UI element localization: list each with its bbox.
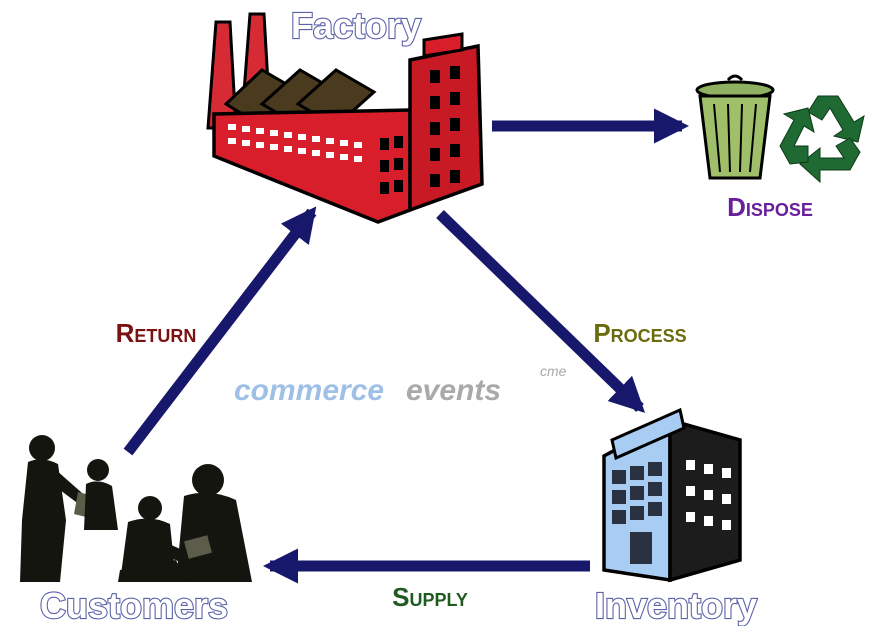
trash-bin-icon <box>695 74 775 180</box>
watermark-events: events <box>406 374 501 407</box>
recycle-icon <box>779 95 865 184</box>
watermark-cme: cme <box>540 363 567 379</box>
customers-icon <box>20 435 252 582</box>
factory-label: Factory <box>291 5 421 46</box>
inventory-icon <box>602 407 742 583</box>
inventory-label: Inventory <box>595 585 757 626</box>
process-arrow <box>436 210 646 413</box>
watermark-commerce: commerce <box>234 374 384 407</box>
dispose-label: Dispose <box>727 192 813 222</box>
factory-icon <box>206 12 484 224</box>
return-label: Return <box>116 318 197 348</box>
supply-label: Supply <box>392 582 468 612</box>
process-label: Process <box>593 318 686 348</box>
customers-label: Customers <box>40 585 228 626</box>
return-arrow <box>123 206 317 456</box>
watermark-logo: commerce events cme <box>234 363 567 407</box>
